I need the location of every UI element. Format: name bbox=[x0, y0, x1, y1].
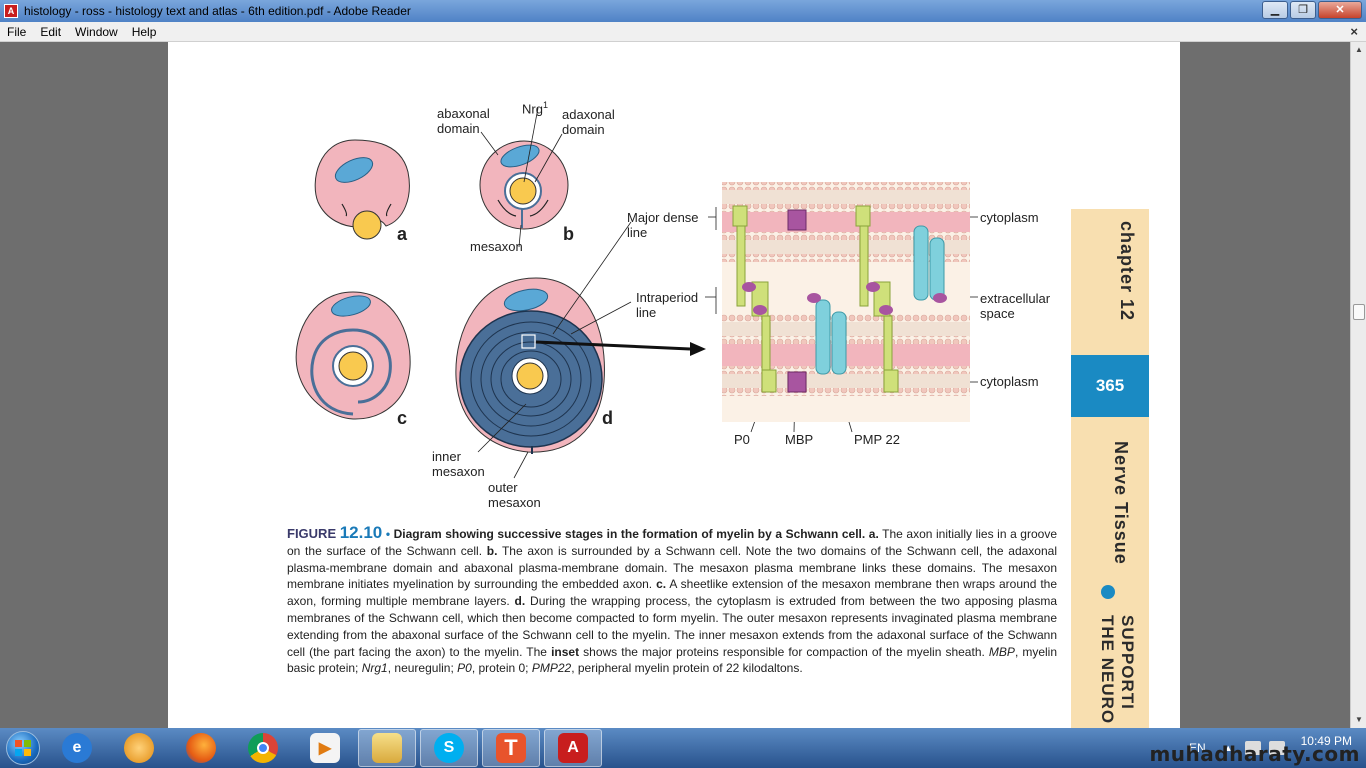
media-center-icon bbox=[124, 733, 154, 763]
scroll-up-icon[interactable]: ▲ bbox=[1355, 45, 1363, 54]
letter-c: c bbox=[397, 408, 408, 428]
vertical-scrollbar[interactable]: ▲ ▼ bbox=[1350, 42, 1366, 728]
taskbar-media-player[interactable]: ▶ bbox=[296, 729, 354, 767]
taskbar-file-explorer[interactable] bbox=[358, 729, 416, 767]
t-app-icon: T bbox=[496, 733, 526, 763]
menu-bar: File Edit Window Help × bbox=[0, 22, 1366, 42]
label-p0: P0 bbox=[734, 432, 750, 447]
firefox-icon bbox=[186, 733, 216, 763]
taskbar-adobe-reader[interactable]: A bbox=[544, 729, 602, 767]
cell-a bbox=[314, 139, 410, 240]
page-number: 365 bbox=[1071, 355, 1149, 417]
cell-c bbox=[295, 291, 411, 420]
taskbar: e ▶ S T A EN ▲ 10:49 PM bbox=[0, 728, 1366, 768]
letter-b: b bbox=[563, 224, 574, 244]
topic-label: Nerve Tissue bbox=[1111, 441, 1131, 565]
document-close-button[interactable]: × bbox=[1350, 24, 1358, 39]
figure-caption: FIGURE 12.10 • Diagram showing successiv… bbox=[287, 523, 1058, 676]
language-indicator[interactable]: EN bbox=[1189, 741, 1206, 755]
adobe-reader-icon: A bbox=[558, 733, 588, 763]
taskbar-chrome[interactable] bbox=[234, 729, 292, 767]
media-player-icon: ▶ bbox=[310, 733, 340, 763]
skype-icon: S bbox=[434, 733, 464, 763]
taskbar-firefox[interactable] bbox=[172, 729, 230, 767]
figure-label: FIGURE bbox=[287, 526, 337, 541]
scrollbar-thumb[interactable] bbox=[1353, 304, 1365, 320]
system-tray: EN ▲ 10:49 PM bbox=[1189, 728, 1366, 768]
watermark: muhadharaty.com bbox=[1149, 742, 1360, 766]
start-button[interactable] bbox=[0, 728, 46, 768]
chrome-icon bbox=[248, 733, 278, 763]
windows-logo-icon bbox=[6, 731, 40, 765]
menu-file[interactable]: File bbox=[7, 24, 27, 39]
show-hidden-icons-icon[interactable]: ▲ bbox=[1223, 743, 1233, 753]
label-mbp: MBP bbox=[785, 432, 814, 447]
label-nrg: Nrg1 bbox=[522, 100, 548, 117]
taskbar-t-app[interactable]: T bbox=[482, 729, 540, 767]
adobe-reader-icon: A bbox=[4, 4, 18, 18]
label-mesaxon: mesaxon bbox=[470, 239, 523, 254]
menu-window[interactable]: Window bbox=[75, 24, 118, 39]
restore-button[interactable]: ❐ bbox=[1290, 1, 1316, 19]
label-cytoplasm-top: cytoplasm bbox=[980, 210, 1039, 225]
close-button[interactable]: ✕ bbox=[1318, 1, 1362, 19]
letter-a: a bbox=[397, 224, 408, 244]
title-bar: A histology - ross - histology text and … bbox=[0, 0, 1366, 22]
network-icon[interactable] bbox=[1244, 741, 1261, 755]
menu-help[interactable]: Help bbox=[131, 24, 157, 39]
chapter-label: chapter 12 bbox=[1117, 221, 1137, 322]
letter-d: d bbox=[602, 408, 613, 428]
myelin-figure bbox=[295, 107, 978, 479]
taskbar-internet-explorer[interactable]: e bbox=[48, 729, 106, 767]
scroll-down-icon[interactable]: ▼ bbox=[1355, 715, 1363, 724]
window-controls: ▁ ❐ ✕ bbox=[1262, 1, 1362, 19]
label-pmp22: PMP 22 bbox=[854, 432, 901, 447]
taskbar-media-center[interactable] bbox=[110, 729, 168, 767]
label-cytoplasm-bottom: cytoplasm bbox=[980, 374, 1039, 389]
minimize-button[interactable]: ▁ bbox=[1262, 1, 1288, 19]
folder-icon bbox=[372, 733, 402, 763]
taskbar-skype[interactable]: S bbox=[420, 729, 478, 767]
cell-d bbox=[455, 277, 605, 454]
volume-icon[interactable] bbox=[1268, 741, 1285, 755]
membrane-inset bbox=[722, 182, 970, 422]
clock[interactable]: 10:49 PM bbox=[1300, 734, 1352, 748]
menu-edit[interactable]: Edit bbox=[40, 24, 62, 39]
inset-arrow bbox=[535, 340, 706, 356]
cell-b bbox=[479, 140, 569, 230]
internet-explorer-icon: e bbox=[62, 733, 92, 763]
figure-number: 12.10 bbox=[339, 523, 383, 542]
window-title: histology - ross - histology text and at… bbox=[24, 4, 411, 18]
bullet-dot bbox=[1101, 585, 1115, 599]
